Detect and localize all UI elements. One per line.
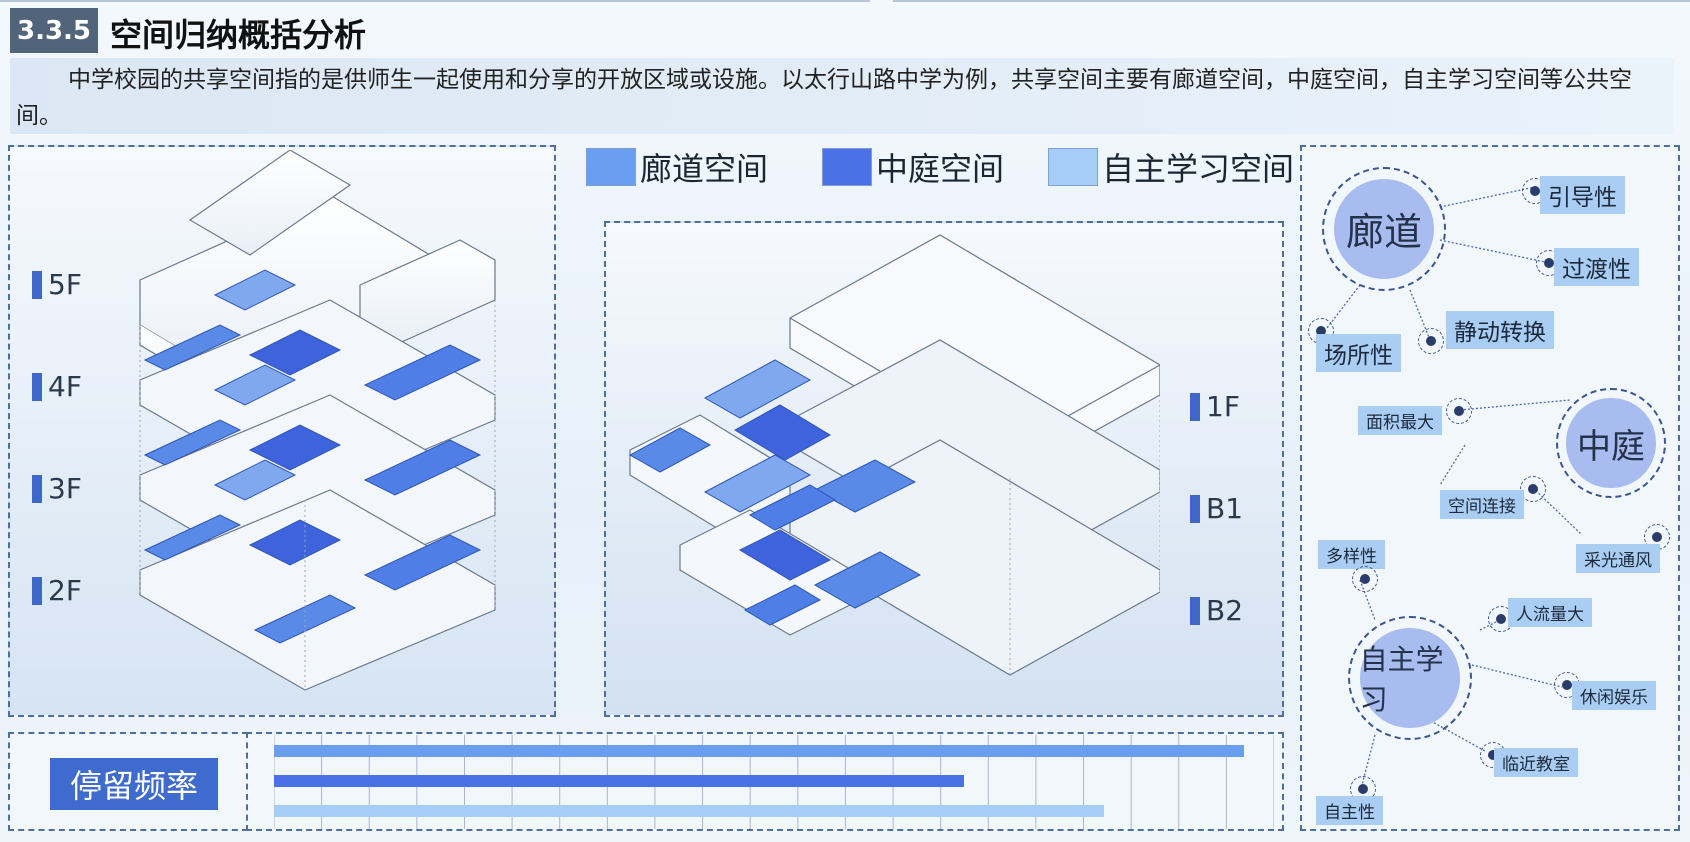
intro-text: 中学校园的共享空间指的是供师生一起使用和分享的开放区域或设施。以太行山路中学为例… — [10, 58, 1674, 134]
atrium-bubble: 中庭 — [1556, 388, 1666, 498]
tag-static-dynamic: 静动转换 — [1446, 311, 1554, 349]
floor-label-3f: 3F — [32, 472, 82, 505]
node-dot — [1418, 328, 1444, 354]
tag-autonomy: 自主性 — [1316, 796, 1383, 825]
node-dot — [1520, 476, 1546, 502]
frequency-chart — [274, 735, 1274, 829]
floor-label-b1: B1 — [1190, 492, 1243, 525]
floor-label-5f: 5F — [32, 268, 82, 301]
tag-transition: 过渡性 — [1554, 248, 1639, 286]
tag-heavy-traffic: 人流量大 — [1508, 598, 1592, 627]
floor-label-1f: 1F — [1190, 390, 1240, 423]
frequency-bar-0 — [274, 745, 1244, 757]
legend-study: 自主学习空间 — [1048, 144, 1294, 190]
section-number: 3.3.5 — [10, 8, 98, 53]
tag-diversity: 多样性 — [1318, 540, 1385, 569]
tag-near-classroom: 临近教室 — [1494, 748, 1578, 777]
study-bubble: 自主学习 — [1348, 616, 1472, 740]
study-title: 自主学习 — [1359, 627, 1461, 729]
basement-drawing — [628, 234, 1160, 676]
tag-largest-area: 面积最大 — [1358, 406, 1442, 435]
node-dot — [1352, 566, 1378, 592]
frequency-bar-1 — [274, 775, 964, 787]
legend-corridor: 廊道空间 — [586, 144, 768, 190]
frequency-label: 停留频率 — [50, 758, 218, 810]
legend-atrium: 中庭空间 — [822, 144, 1004, 190]
tag-space-connection: 空间连接 — [1440, 490, 1524, 519]
floor-label-b2: B2 — [1190, 594, 1243, 627]
upper-floors-drawing — [139, 150, 496, 691]
tag-lighting-ventilation: 采光通风 — [1576, 544, 1660, 573]
frequency-bar-2 — [274, 805, 1104, 817]
legend-swatch-corridor — [586, 148, 636, 186]
tag-leisure: 休闲娱乐 — [1572, 681, 1656, 710]
top-rule-right — [893, 0, 1690, 2]
corridor-bubble: 廊道 — [1322, 167, 1446, 291]
floor-label-2f: 2F — [32, 574, 82, 607]
atrium-title: 中庭 — [1566, 398, 1656, 488]
floor-label-4f: 4F — [32, 370, 82, 403]
section-title: 空间归纳概括分析 — [110, 16, 367, 54]
corridor-title: 廊道 — [1333, 178, 1435, 280]
tag-placeness: 场所性 — [1316, 334, 1401, 372]
tag-guidance: 引导性 — [1540, 176, 1625, 214]
legend-swatch-atrium — [822, 148, 872, 186]
node-dot — [1446, 398, 1472, 424]
legend-swatch-study — [1048, 148, 1098, 186]
top-rule-left — [0, 0, 870, 2]
